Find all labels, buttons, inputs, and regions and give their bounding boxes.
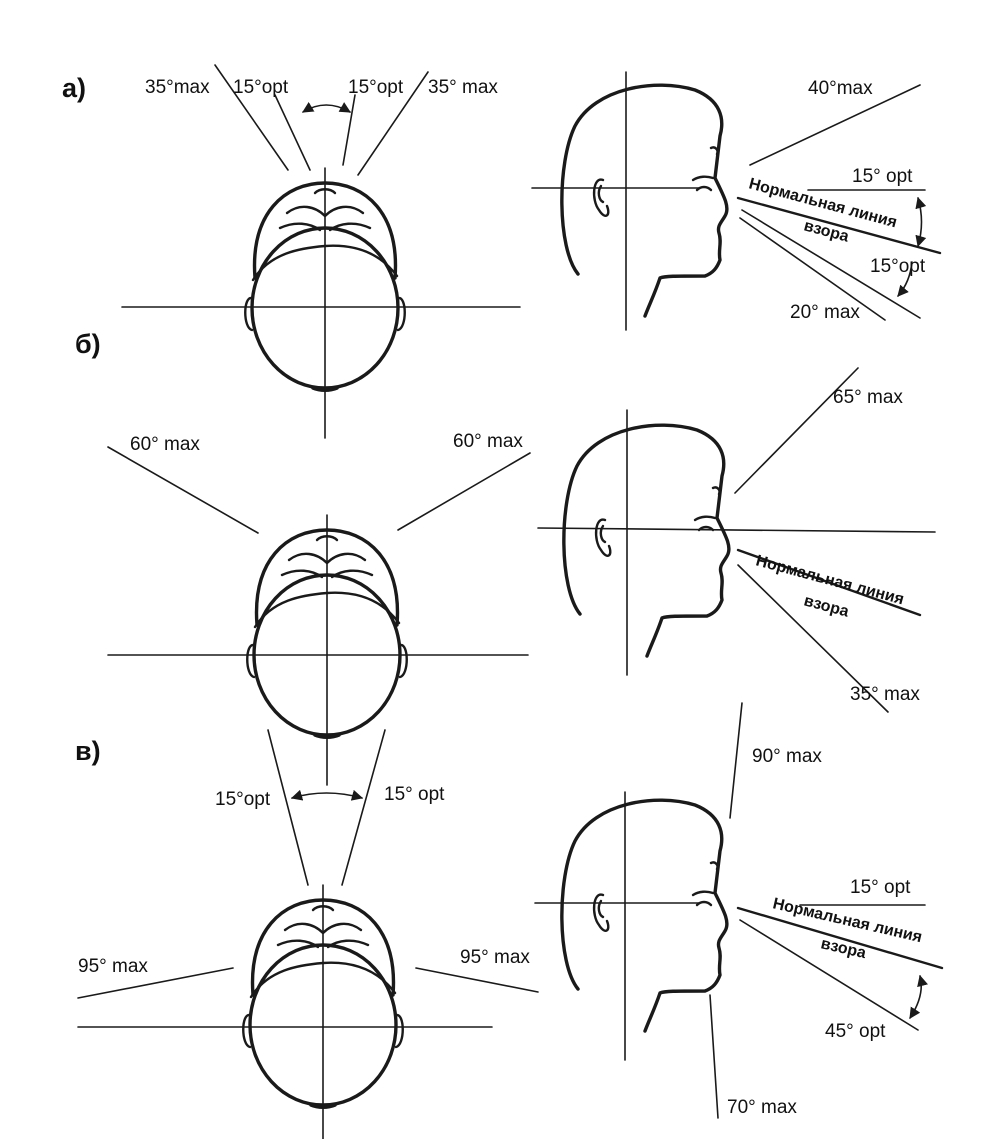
side-view-c: 90° max 15° opt Нормальная линия взора 4… [534, 702, 944, 1119]
label-a-15-opt-up: 15° opt [852, 166, 913, 187]
label-b-35-max: 35° max [850, 684, 920, 705]
label-c-95-max-right: 95° max [460, 947, 530, 968]
label-c-15-opt-up: 15° opt [850, 877, 911, 898]
label-c-45-opt: 45° opt [825, 1021, 886, 1042]
label-a-40-max: 40°max [808, 78, 873, 99]
label-c-90-max: 90° max [752, 746, 822, 767]
label-a-20-max: 20° max [790, 302, 860, 323]
label-c-15-opt-left: 15°opt [215, 789, 271, 810]
label-a-35-max-right: 35° max [428, 77, 498, 98]
section-label-a: а) [62, 73, 86, 103]
label-b-normal-line-2: взора [802, 592, 851, 620]
label-c-normal-line-2: взора [819, 935, 868, 962]
top-view-c: 15°opt 15° opt 95° max 95° max [77, 729, 539, 1139]
section-label-b: б) [75, 329, 101, 359]
section-label-c: в) [75, 736, 101, 766]
side-view-b: 65° max Нормальная линия взора 35° max [537, 367, 936, 713]
top-view-a: 35°max 15°opt 15°opt 35° max [121, 64, 521, 440]
top-view-b: 60° max 60° max [107, 431, 531, 787]
label-c-normal-line: Нормальная линия [771, 895, 924, 946]
label-c-15-opt-right: 15° opt [384, 784, 445, 805]
label-a-15-opt-left: 15°opt [233, 77, 289, 98]
label-a-15-opt-down: 15°opt [870, 256, 926, 277]
label-c-70-max: 70° max [727, 1097, 797, 1118]
label-a-35-max-left: 35°max [145, 77, 210, 98]
label-b-60-max-left: 60° max [130, 434, 200, 455]
label-a-15-opt-right: 15°opt [348, 77, 404, 98]
label-b-60-max-right: 60° max [453, 431, 523, 452]
label-c-95-max-left: 95° max [78, 956, 148, 977]
label-b-65-max: 65° max [833, 387, 903, 408]
side-view-a: 40°max 15° opt Нормальная линия взора 15… [531, 71, 942, 331]
